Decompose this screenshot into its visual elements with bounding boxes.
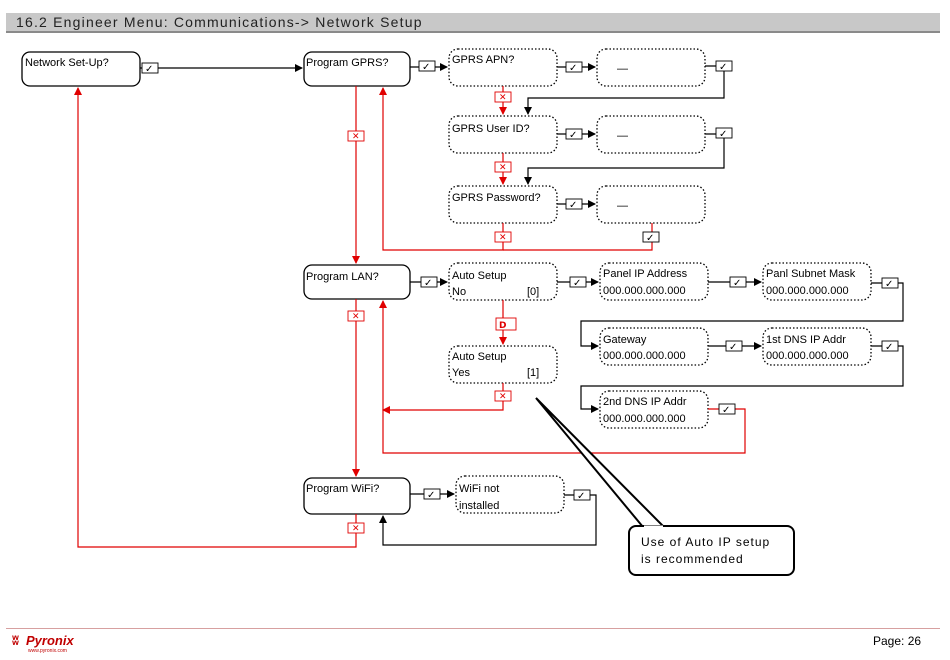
cross-key: ✕ bbox=[499, 163, 507, 173]
tick-key: ✓ bbox=[569, 130, 577, 141]
password-value-box bbox=[596, 185, 706, 224]
tick-key: ✓ bbox=[646, 233, 654, 244]
auto-setup-yes-value: Yes bbox=[452, 367, 470, 379]
program-wifi-text: Program WiFi? bbox=[306, 483, 379, 495]
program-wifi-box bbox=[303, 477, 411, 515]
apn-value-box bbox=[596, 48, 706, 87]
tick-key: ✓ bbox=[885, 342, 893, 353]
tick-key: ✓ bbox=[722, 405, 730, 416]
gateway-label: Gateway bbox=[603, 334, 647, 346]
tick-key: ✓ bbox=[719, 62, 727, 73]
dns2-label: 2nd DNS IP Addr bbox=[603, 396, 687, 408]
red-password-return bbox=[379, 87, 504, 251]
brand-url: www.pyronix.com bbox=[28, 648, 67, 654]
page-number: Page: 26 bbox=[873, 634, 922, 648]
gprs-password-text: GPRS Password? bbox=[452, 192, 541, 204]
gprs-apn-text: GPRS APN? bbox=[452, 54, 514, 66]
tick-key: ✓ bbox=[569, 63, 577, 74]
dns1-box bbox=[762, 327, 872, 366]
cross-key: ✕ bbox=[499, 392, 507, 402]
auto-setup-yes-label: Auto Setup bbox=[452, 351, 506, 363]
tick-key: ✓ bbox=[885, 279, 893, 290]
subnet-box bbox=[762, 262, 872, 301]
tick-key: ✓ bbox=[719, 129, 727, 140]
callout-line1: Use of Auto IP setup bbox=[641, 535, 770, 549]
tick-key: ✓ bbox=[424, 278, 432, 289]
apn-value-text: — bbox=[617, 63, 628, 75]
section-header: 16.2 Engineer Menu: Communications-> Net… bbox=[6, 13, 940, 33]
wifi-line2: installed bbox=[459, 500, 499, 512]
cross-key: ✕ bbox=[499, 233, 507, 243]
tick-key: ✓ bbox=[573, 278, 581, 289]
cross-key: ✕ bbox=[352, 312, 360, 322]
dns1-value: 000.000.000.000 bbox=[766, 350, 849, 362]
panel-ip-value: 000.000.000.000 bbox=[603, 285, 686, 297]
auto-setup-no-label: Auto Setup bbox=[452, 270, 506, 282]
cross-key: ✕ bbox=[499, 93, 507, 103]
tick-key: ✓ bbox=[569, 200, 577, 211]
panel-ip-label: Panel IP Address bbox=[603, 268, 688, 280]
dns2-box bbox=[599, 390, 709, 429]
tick-key: ✓ bbox=[733, 278, 741, 289]
dns2-value: 000.000.000.000 bbox=[603, 413, 686, 425]
panel-ip-box bbox=[599, 262, 709, 301]
tick-key: ✓ bbox=[422, 62, 430, 73]
wifi-line1: WiFi not bbox=[459, 483, 499, 495]
callout-box bbox=[628, 525, 795, 576]
footer-divider bbox=[6, 628, 940, 629]
callout-line2: is recommended bbox=[641, 552, 744, 566]
down-key: D bbox=[499, 321, 506, 331]
tick-key: ✓ bbox=[427, 490, 435, 501]
network-setup-box bbox=[21, 51, 141, 87]
tick-key: ✓ bbox=[729, 342, 737, 353]
cross-key: ✕ bbox=[352, 132, 360, 142]
red-password-value-return bbox=[503, 223, 653, 251]
tick-key: ✓ bbox=[145, 64, 153, 75]
brand-name: Pyronix bbox=[26, 633, 74, 648]
wifi-box bbox=[455, 475, 565, 514]
password-value-text: — bbox=[617, 200, 628, 212]
brand-logo: ʬ Pyronix www.pyronix.com bbox=[12, 632, 82, 656]
cross-key: ✕ bbox=[352, 524, 360, 534]
auto-setup-no-code: [0] bbox=[527, 286, 539, 298]
subnet-value: 000.000.000.000 bbox=[766, 285, 849, 297]
gateway-box bbox=[599, 327, 709, 366]
program-gprs-box bbox=[303, 51, 411, 87]
section-title: 16.2 Engineer Menu: Communications-> Net… bbox=[16, 14, 423, 30]
subnet-label: Panl Subnet Mask bbox=[766, 268, 856, 280]
network-setup-text: Network Set-Up? bbox=[25, 57, 109, 69]
flame-icon: ʬ bbox=[12, 633, 19, 648]
auto-setup-yes-code: [1] bbox=[527, 367, 539, 379]
dns1-label: 1st DNS IP Addr bbox=[766, 334, 846, 346]
user-id-value-text: — bbox=[617, 130, 628, 142]
user-id-value-box bbox=[596, 115, 706, 154]
program-lan-text: Program LAN? bbox=[306, 271, 379, 283]
tick-key: ✓ bbox=[577, 491, 585, 502]
red-autosetup-yes-return bbox=[382, 383, 504, 414]
gprs-user-id-text: GPRS User ID? bbox=[452, 123, 530, 135]
program-gprs-text: Program GPRS? bbox=[306, 57, 389, 69]
gateway-value: 000.000.000.000 bbox=[603, 350, 686, 362]
auto-setup-no-value: No bbox=[452, 286, 466, 298]
